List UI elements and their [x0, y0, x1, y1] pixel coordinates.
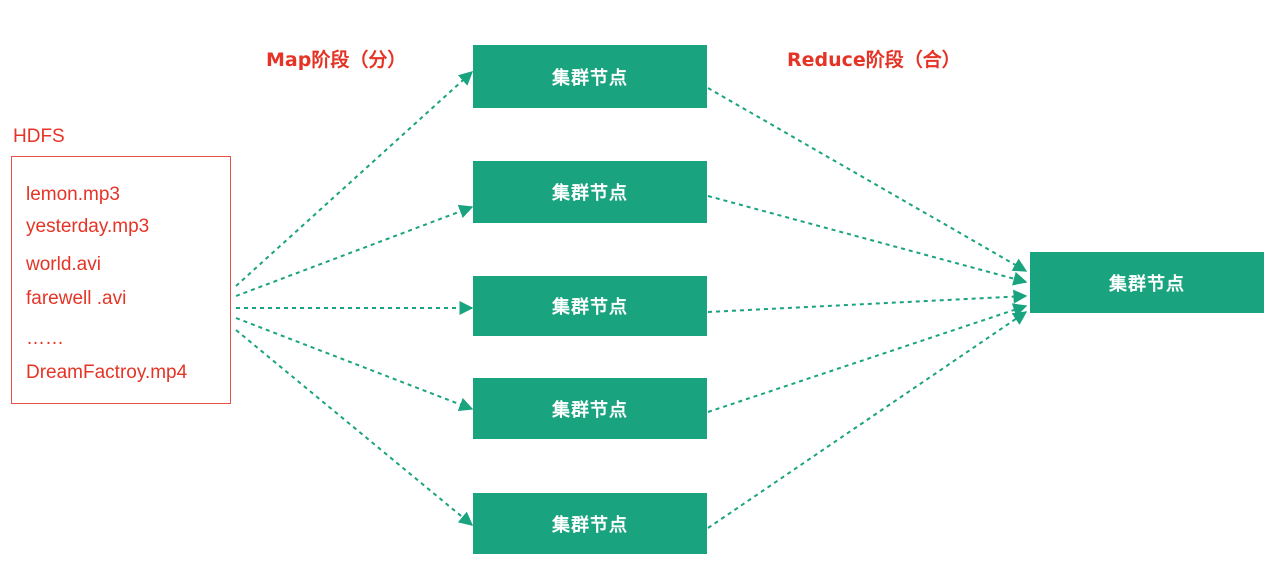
node-label: 集群节点	[552, 67, 628, 89]
hdfs-file: yesterday.mp3	[26, 216, 150, 237]
reduce-arrow-1	[707, 87, 1028, 272]
hdfs-file: DreamFactroy.mp4	[26, 362, 188, 383]
reduce-arrow-2	[707, 195, 1028, 286]
hdfs-file: lemon.mp3	[26, 184, 120, 205]
map-arrow-2	[235, 204, 474, 297]
reduce-arrow-5	[707, 311, 1028, 529]
node-label: 集群节点	[552, 514, 628, 536]
map-arrow-5	[235, 329, 474, 526]
node-label: 集群节点	[552, 399, 628, 421]
map-phase-label: Map阶段（分）	[266, 49, 407, 71]
hdfs-title: HDFS	[13, 126, 65, 147]
hdfs-file: ……	[26, 328, 64, 349]
reduce-node: 集群节点	[1030, 252, 1264, 313]
map-node-5: 集群节点	[473, 493, 707, 554]
map-arrow-1	[235, 71, 474, 287]
map-node-1: 集群节点	[473, 45, 707, 108]
map-node-4: 集群节点	[473, 378, 707, 439]
reduce-arrow-4	[707, 303, 1028, 413]
map-arrow-4	[235, 317, 474, 411]
hdfs-file: world.avi	[26, 254, 101, 275]
reduce-phase-label: Reduce阶段（合）	[787, 49, 961, 71]
reduce-arrow-3	[707, 289, 1028, 313]
map-node-2: 集群节点	[473, 161, 707, 223]
hdfs-box: lemon.mp3 yesterday.mp3 world.avi farewe…	[11, 156, 231, 404]
node-label: 集群节点	[552, 183, 628, 204]
map-node-3: 集群节点	[473, 276, 707, 336]
node-label: 集群节点	[1109, 273, 1185, 295]
node-label: 集群节点	[552, 297, 628, 318]
hdfs-file: farewell .avi	[26, 288, 127, 309]
